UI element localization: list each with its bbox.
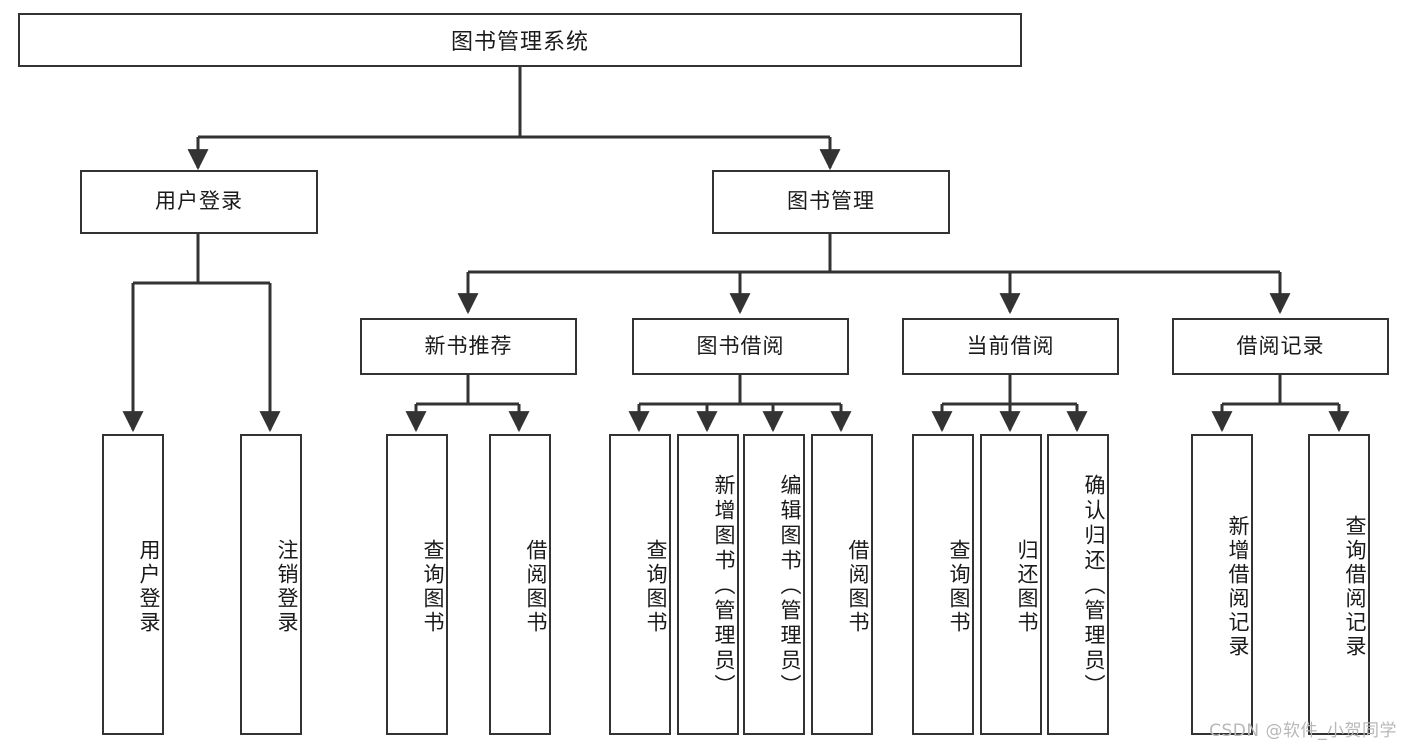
node-leaf-edit-book[interactable]: 编辑图书（管理员） [743,434,805,735]
node-leaf-return-book[interactable]: 归还图书 [980,434,1042,735]
leaf-label: 借阅图书 [846,538,870,635]
leaf-label: 确认归还（管理员） [1082,474,1106,699]
node-leaf-query-book-3[interactable]: 查询图书 [912,434,974,735]
leaf-label: 归还图书 [1015,538,1039,635]
leaf-label: 查询借阅记录 [1343,514,1367,659]
leaf-label: 编辑图书（管理员） [778,474,802,699]
node-leaf-query-book-2[interactable]: 查询图书 [609,434,671,735]
node-current-borrow[interactable]: 当前借阅 [902,318,1119,375]
node-leaf-add-record[interactable]: 新增借阅记录 [1191,434,1253,735]
node-book-management[interactable]: 图书管理 [712,170,950,234]
leaf-label: 查询图书 [421,538,445,635]
csdn-watermark: CSDN @软件_小贺同学 [1209,721,1397,741]
node-borrow-record[interactable]: 借阅记录 [1172,318,1389,375]
leaf-label: 新增图书（管理员） [712,474,736,699]
leaf-label: 查询图书 [947,538,971,635]
node-book-borrow[interactable]: 图书借阅 [632,318,849,375]
leaf-label: 用户登录 [137,538,161,635]
leaf-label: 新增借阅记录 [1226,514,1250,659]
node-leaf-borrow-book-1[interactable]: 借阅图书 [489,434,551,735]
node-leaf-borrow-book-2[interactable]: 借阅图书 [811,434,873,735]
leaf-label: 借阅图书 [524,538,548,635]
node-leaf-add-book[interactable]: 新增图书（管理员） [677,434,739,735]
node-leaf-user-logout[interactable]: 注销登录 [240,434,302,735]
node-leaf-query-book-1[interactable]: 查询图书 [386,434,448,735]
leaf-label: 查询图书 [644,538,668,635]
node-root[interactable]: 图书管理系统 [18,13,1022,67]
node-user-login[interactable]: 用户登录 [80,170,318,234]
node-leaf-user-login[interactable]: 用户登录 [102,434,164,735]
node-leaf-query-record[interactable]: 查询借阅记录 [1308,434,1370,735]
leaf-label: 注销登录 [275,538,299,635]
node-leaf-confirm-return[interactable]: 确认归还（管理员） [1047,434,1109,735]
node-new-book-recommend[interactable]: 新书推荐 [360,318,577,375]
